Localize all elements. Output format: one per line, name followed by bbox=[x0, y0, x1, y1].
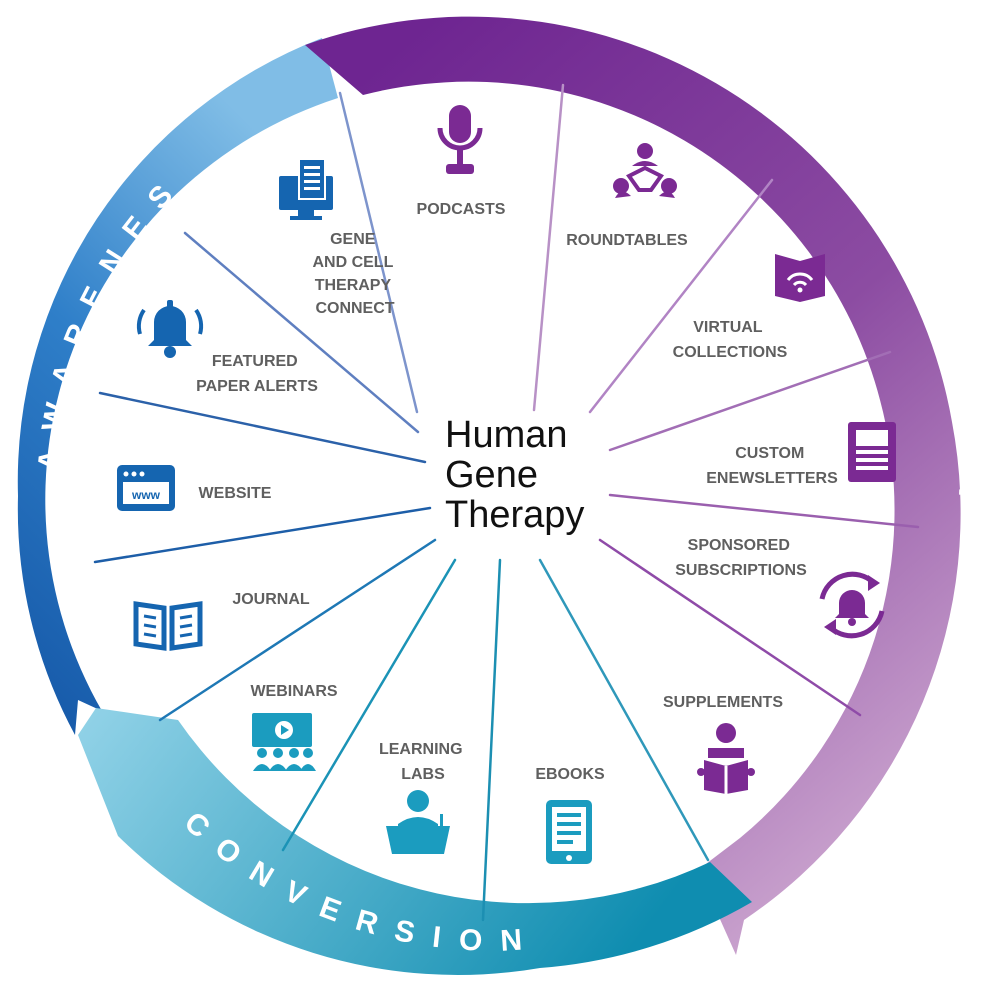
spoke bbox=[481, 558, 502, 922]
spoke bbox=[598, 538, 862, 717]
label-podcasts: PODCASTS bbox=[417, 201, 506, 218]
spoke bbox=[532, 83, 565, 412]
label-virtual-collections: VIRTUAL COLLECTIONS bbox=[673, 319, 788, 361]
label-supplements: SUPPLEMENTS bbox=[663, 694, 783, 711]
computer-document-icon bbox=[279, 158, 333, 220]
spoke bbox=[588, 178, 774, 414]
spoke bbox=[608, 493, 920, 529]
bell-refresh-icon bbox=[819, 571, 885, 639]
awareness-arc bbox=[17, 38, 338, 735]
label-sponsored-subscriptions: SPONSORED SUBSCRIPTIONS bbox=[675, 537, 807, 579]
label-featured-paper-alerts: FEATURED PAPER ALERTS bbox=[196, 353, 318, 395]
reader-icon bbox=[697, 723, 755, 794]
inner-disc bbox=[68, 70, 918, 920]
tablet-icon bbox=[546, 800, 592, 864]
label-ebooks: EBOOKS bbox=[535, 766, 605, 783]
browser-www-icon: www bbox=[117, 465, 175, 511]
spoke bbox=[93, 506, 432, 564]
webinar-icon bbox=[252, 713, 316, 771]
svg-text:www: www bbox=[131, 488, 161, 502]
label-roundtables: ROUNDTABLES bbox=[566, 232, 688, 249]
spoke bbox=[538, 558, 710, 862]
brand-logo: Human Gene Therapy bbox=[445, 414, 584, 536]
label-custom-enewsletters: CUSTOM ENEWSLETTERS bbox=[706, 445, 838, 487]
spoke bbox=[98, 391, 427, 464]
lecturer-icon bbox=[386, 790, 450, 854]
brand-line-2: Gene bbox=[445, 454, 538, 496]
open-book-icon bbox=[133, 601, 203, 651]
label-webinars: WEBINARS bbox=[250, 683, 337, 700]
spoke bbox=[338, 91, 419, 414]
wifi-book-icon bbox=[775, 254, 825, 302]
spoke bbox=[183, 231, 420, 434]
label-journal: JOURNAL bbox=[232, 591, 310, 608]
roundtable-icon bbox=[613, 143, 677, 198]
label-learning-labs: LEARNING LABS bbox=[379, 741, 467, 783]
bell-icon bbox=[136, 300, 204, 358]
spoke bbox=[608, 350, 892, 452]
label-website: WEBSITE bbox=[199, 485, 272, 502]
spoke bbox=[281, 558, 457, 852]
brand-line-3: Therapy bbox=[445, 494, 584, 536]
newsletter-icon bbox=[848, 422, 896, 482]
microphone-icon bbox=[437, 105, 483, 174]
conversion-arc bbox=[78, 708, 752, 976]
brand-line-1: Human bbox=[445, 414, 568, 456]
label-gene-cell-therapy-connect: GENE AND CELL THERAPY CONNECT bbox=[312, 231, 397, 317]
spokes bbox=[93, 83, 920, 922]
spoke bbox=[158, 538, 437, 722]
